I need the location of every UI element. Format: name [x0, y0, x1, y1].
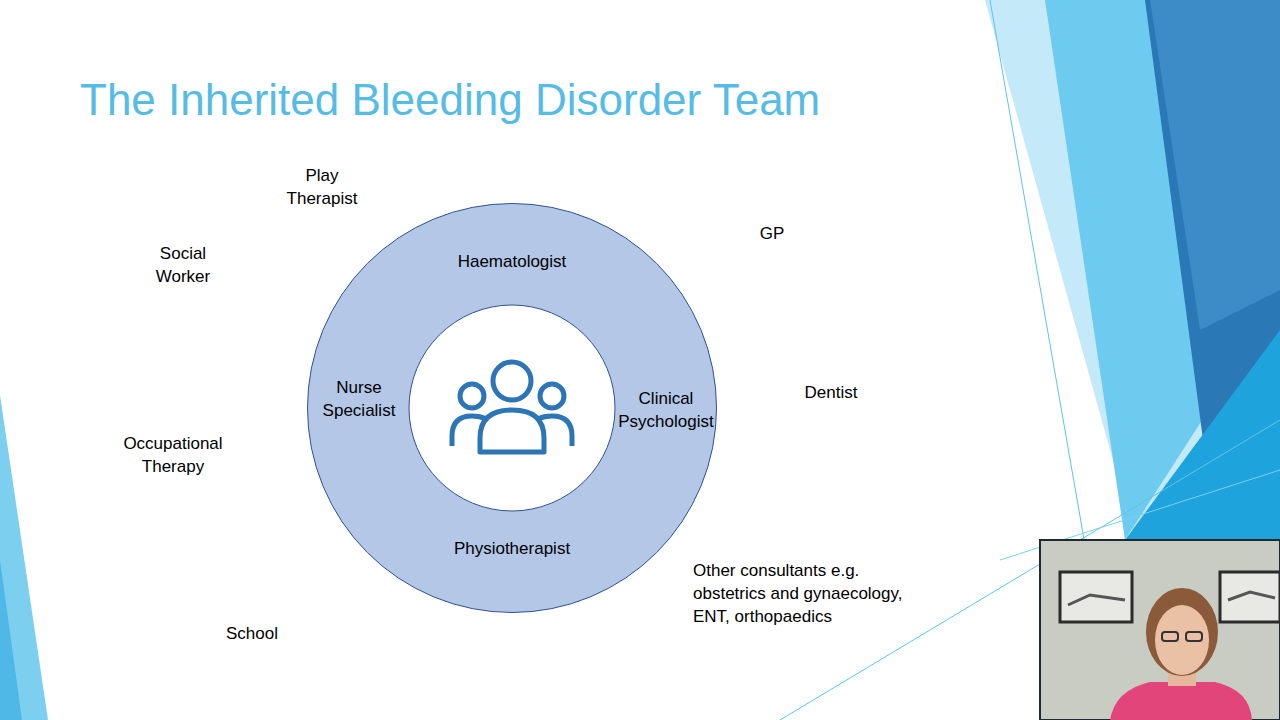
- person-head: [493, 362, 531, 400]
- decor-line: [990, 0, 1085, 545]
- person-head: [540, 384, 564, 408]
- wall-picture: [1060, 572, 1132, 622]
- webcam-inset: [1040, 540, 1280, 720]
- decor-triangle: [1125, 330, 1280, 720]
- decor-line: [1000, 470, 1280, 560]
- role-name: Physiotherapist: [432, 537, 592, 560]
- person-body: [480, 410, 544, 452]
- person-body: [452, 416, 486, 446]
- team-member-label: School: [212, 622, 292, 645]
- decor-triangle: [1195, 600, 1280, 720]
- presenter-glasses: [1186, 632, 1202, 641]
- presenter-face: [1155, 605, 1209, 675]
- team-member-label: Social Worker: [147, 242, 219, 288]
- picture-detail: [1228, 592, 1275, 600]
- team-member-label: Play Therapist: [276, 164, 368, 210]
- decor-triangle: [1150, 0, 1280, 330]
- team-member-label: Other consultants e.g. obstetrics and gy…: [693, 559, 931, 628]
- presenter-glasses: [1162, 632, 1178, 641]
- role-name: Haematologist: [432, 250, 592, 273]
- presenter-hair: [1146, 588, 1218, 676]
- team-member-label: Occupational Therapy: [111, 432, 235, 478]
- webcam-wall: [1040, 540, 1280, 720]
- picture-detail: [1068, 595, 1125, 605]
- team-ring: HaematologistNurse SpecialistClinical Ps…: [307, 203, 717, 613]
- inner-circle: [409, 305, 615, 511]
- wall-picture: [1220, 572, 1280, 622]
- webcam-frame: [1040, 540, 1280, 720]
- role-name: Clinical Psychologist: [611, 387, 721, 433]
- decor-triangle: [0, 560, 22, 720]
- person-body: [538, 416, 572, 446]
- team-member-label: GP: [742, 222, 802, 245]
- slide-title: The Inherited Bleeding Disorder Team: [80, 76, 820, 124]
- presenter-shirt: [1110, 682, 1252, 720]
- decor-triangle: [0, 395, 48, 720]
- person-head: [460, 384, 484, 408]
- presenter-neck: [1168, 660, 1196, 686]
- team-icon: [452, 362, 572, 452]
- team-member-label: Dentist: [786, 381, 876, 404]
- role-name: Nurse Specialist: [313, 376, 405, 422]
